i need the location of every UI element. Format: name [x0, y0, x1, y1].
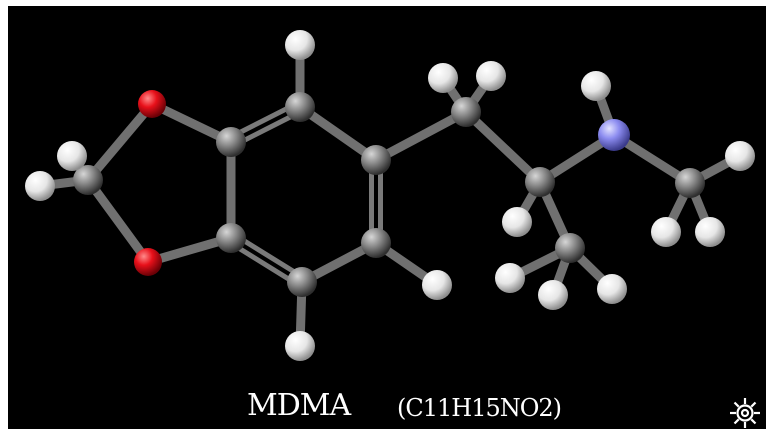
bond-ca-cb — [461, 107, 545, 187]
hydrogen-atom-ha2 — [476, 61, 506, 91]
hydrogen-atom-h2 — [422, 270, 452, 300]
hydrogen-atom-hn3 — [695, 217, 725, 247]
hydrogen-atom-hc1 — [495, 263, 525, 293]
oxygen-atom-o2 — [134, 248, 162, 276]
hydrogen-atom-h1 — [285, 30, 315, 60]
hydrogen-atom-hb — [502, 207, 532, 237]
nitrogen-atom-n — [598, 119, 630, 151]
molecule-formula: (C11H15NO2) — [397, 394, 562, 422]
hydrogen-atom-hc2 — [538, 280, 568, 310]
gear-sun-logo-icon — [730, 398, 760, 428]
atoms-layer — [25, 30, 755, 361]
bond-o2-cm — [83, 175, 153, 267]
hydrogen-atom-hc3 — [597, 274, 627, 304]
carbon-atom-c6 — [216, 127, 246, 157]
bond-c1-c2 — [295, 102, 381, 165]
hydrogen-atom-hn1 — [725, 141, 755, 171]
carbon-atom-cn — [675, 168, 705, 198]
hydrogen-atom-hn — [581, 71, 611, 101]
image-frame — [8, 6, 766, 429]
carbon-atom-c3 — [361, 228, 391, 258]
molecule-name: MDMA — [247, 388, 351, 423]
carbon-atom-c1 — [285, 92, 315, 122]
carbon-atom-c5 — [216, 223, 246, 253]
carbon-atom-cb — [525, 167, 555, 197]
hydrogen-atom-h3 — [285, 331, 315, 361]
hydrogen-atom-hm2 — [25, 171, 55, 201]
carbon-atom-ca — [451, 97, 481, 127]
hydrogen-atom-ha1 — [428, 63, 458, 93]
carbon-atom-cm — [73, 165, 103, 195]
carbon-atom-cc — [555, 233, 585, 263]
carbon-atom-c2 — [361, 145, 391, 175]
hydrogen-atom-hn2 — [651, 217, 681, 247]
oxygen-atom-o1 — [138, 90, 166, 118]
carbon-atom-c4 — [287, 267, 317, 297]
hydrogen-atom-hm1 — [57, 141, 87, 171]
bond-o1-cm — [83, 99, 157, 185]
bond-c2-ca — [371, 107, 471, 165]
